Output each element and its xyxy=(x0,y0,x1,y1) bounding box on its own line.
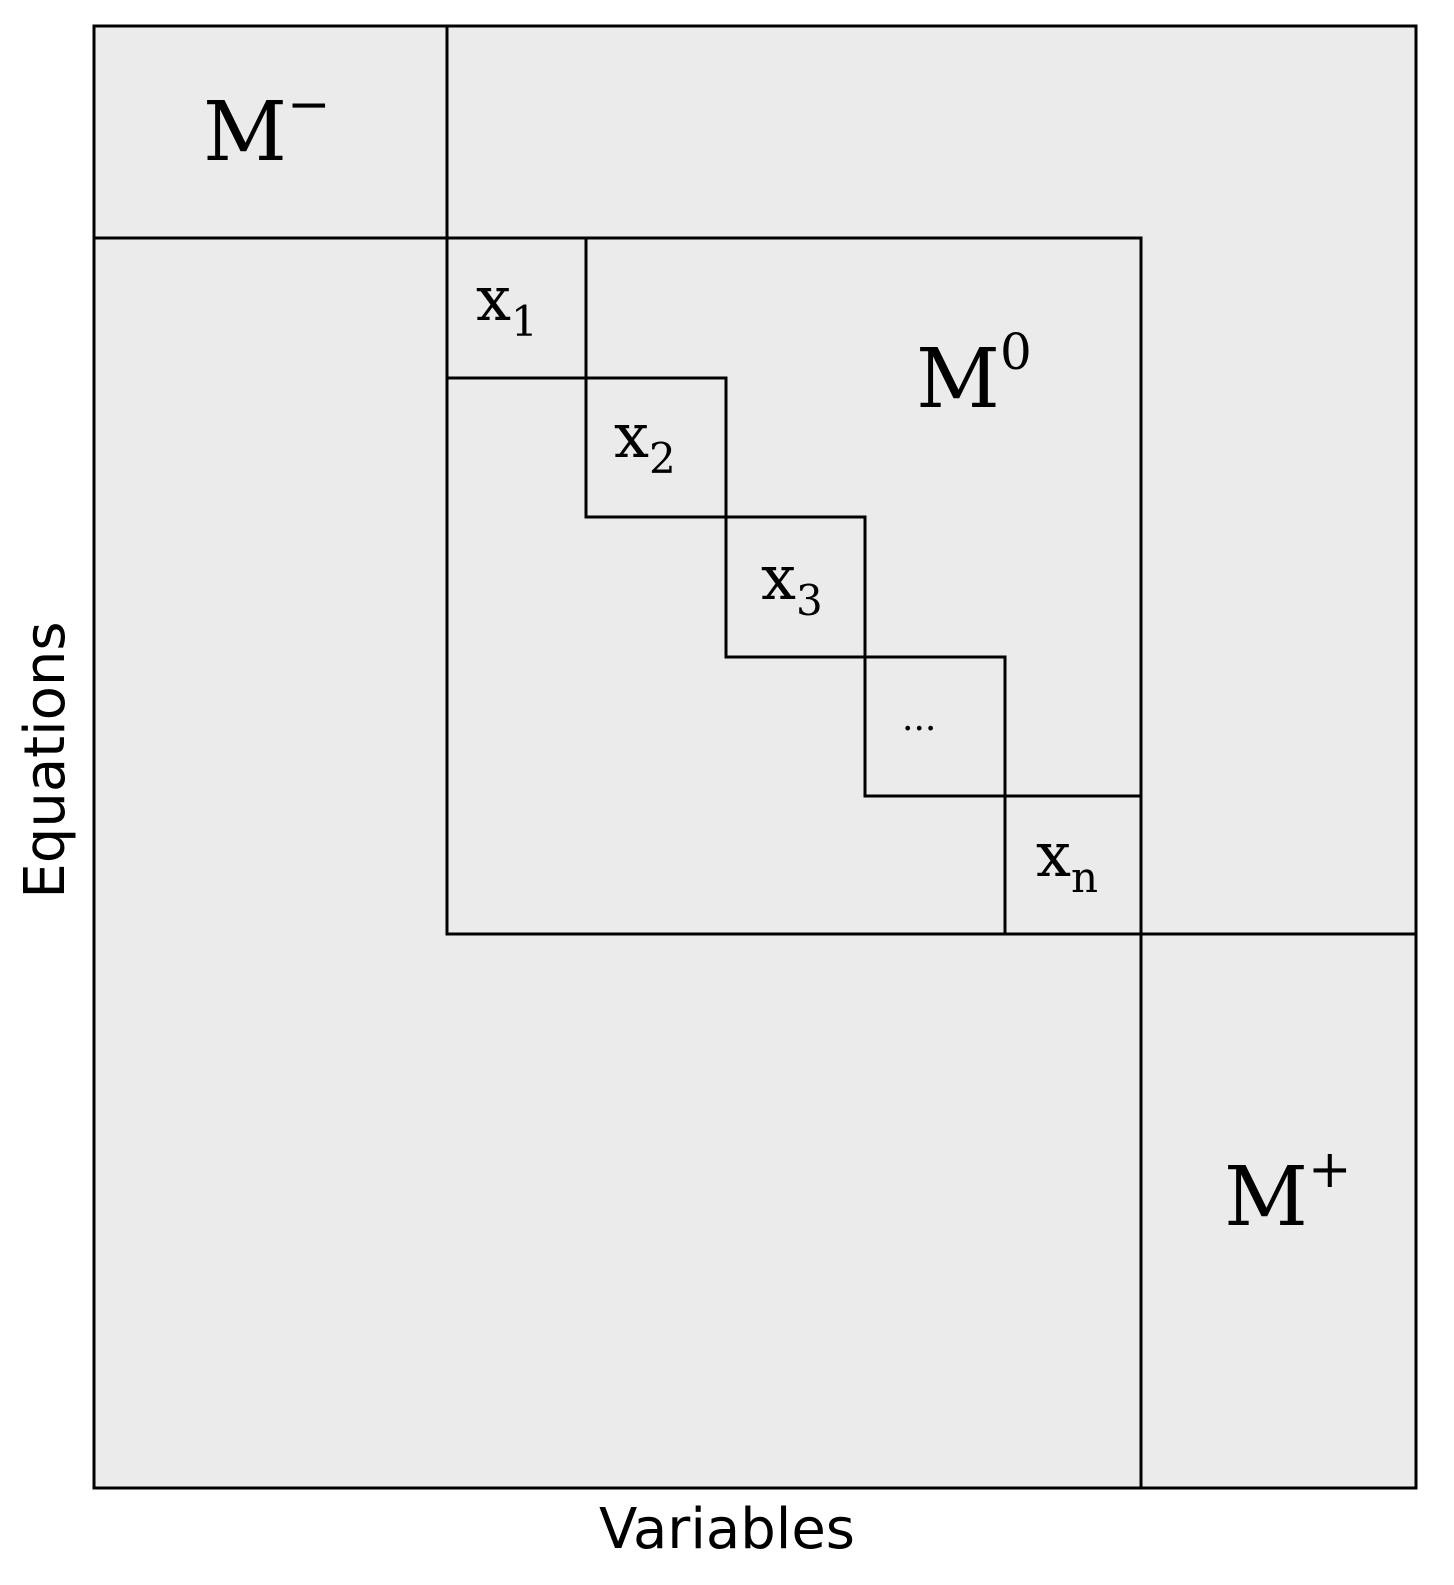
m-zero-superscript: 0 xyxy=(1000,323,1032,381)
m-plus-block xyxy=(1139,932,1418,1490)
m-minus-base: M xyxy=(203,85,287,180)
m-minus-superscript: − xyxy=(287,75,331,135)
xn-subscript: n xyxy=(1071,853,1098,902)
x3-subscript: 3 xyxy=(796,576,823,625)
x3-base: x xyxy=(761,541,796,614)
m-minus-block xyxy=(92,24,449,240)
diagonal-cell-x1 xyxy=(445,236,588,380)
x1-base: x xyxy=(476,262,511,335)
m-plus-superscript: + xyxy=(1308,1140,1352,1200)
diagonal-label-ellipsis: ... xyxy=(902,698,936,739)
diagonal-label-x3: x3 xyxy=(761,541,823,625)
x1-subscript: 1 xyxy=(511,297,538,346)
m-zero-label: M0 xyxy=(916,323,1032,427)
diagonal-cell-x3 xyxy=(724,515,867,659)
m-minus-label: M− xyxy=(203,75,331,180)
m-plus-base: M xyxy=(1224,1150,1308,1245)
ellipsis-base: ... xyxy=(902,698,936,739)
x2-subscript: 2 xyxy=(649,434,676,483)
x2-base: x xyxy=(614,399,649,472)
m-plus-label: M+ xyxy=(1224,1140,1352,1245)
diagonal-label-x1: x1 xyxy=(476,262,538,346)
diagonal-label-x2: x2 xyxy=(614,399,676,483)
xn-base: x xyxy=(1036,818,1071,891)
x-axis-label: Variables xyxy=(599,1497,855,1562)
diagonal-cell-ellipsis xyxy=(863,655,1007,798)
diagonal-cell-xn xyxy=(1003,794,1143,936)
m-zero-base: M xyxy=(916,332,1000,427)
diagonal-label-xn: xn xyxy=(1036,818,1098,902)
diagonal-cell-x2 xyxy=(584,376,728,519)
y-axis-label: Equations xyxy=(13,621,78,898)
